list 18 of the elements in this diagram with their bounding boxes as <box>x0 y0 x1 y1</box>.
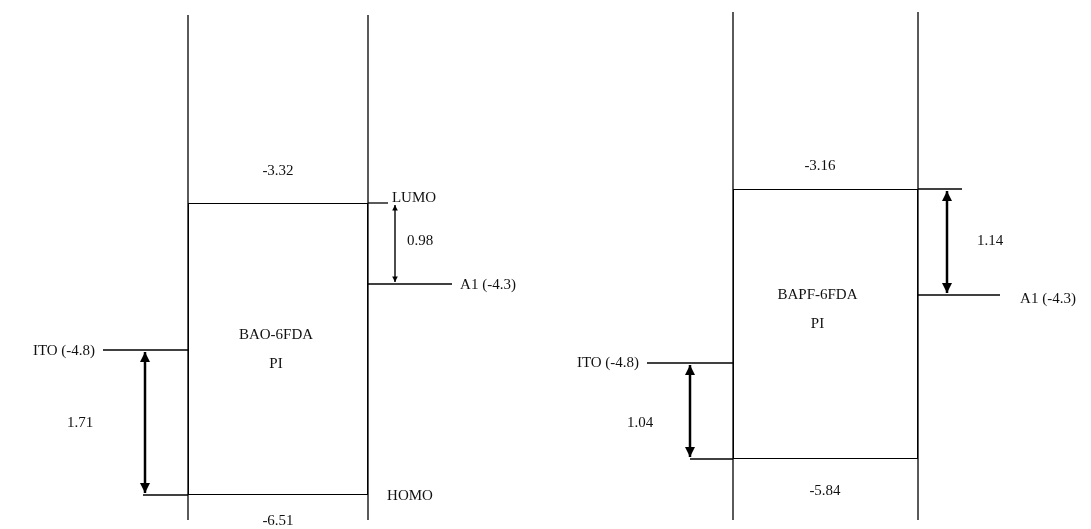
energy-value-label: 1.14 <box>976 231 1004 249</box>
band-box <box>188 203 368 495</box>
band-label: BAO-6FDA PI <box>237 325 315 373</box>
energy-value-label: LUMO <box>391 188 437 206</box>
energy-value-label: ITO (-4.8) <box>576 353 640 371</box>
band-label: BAPF-6FDA PI <box>776 285 859 333</box>
energy-value-label: 1.04 <box>626 413 654 431</box>
energy-value-label: A1 (-4.3) <box>1020 289 1076 307</box>
energy-value-label: -6.51 <box>262 511 294 529</box>
energy-value-label: A1 (-4.3) <box>460 275 516 293</box>
energy-value-label: ITO (-4.8) <box>32 341 96 359</box>
energy-value-label: -3.32 <box>262 161 294 179</box>
energy-value-label: 1.71 <box>66 413 94 431</box>
energy-value-label: HOMO <box>387 486 433 504</box>
energy-value-label: -3.16 <box>804 156 836 174</box>
band-box <box>733 189 918 459</box>
energy-value-label: 0.98 <box>406 231 434 249</box>
energy-value-label: -5.84 <box>809 481 841 499</box>
